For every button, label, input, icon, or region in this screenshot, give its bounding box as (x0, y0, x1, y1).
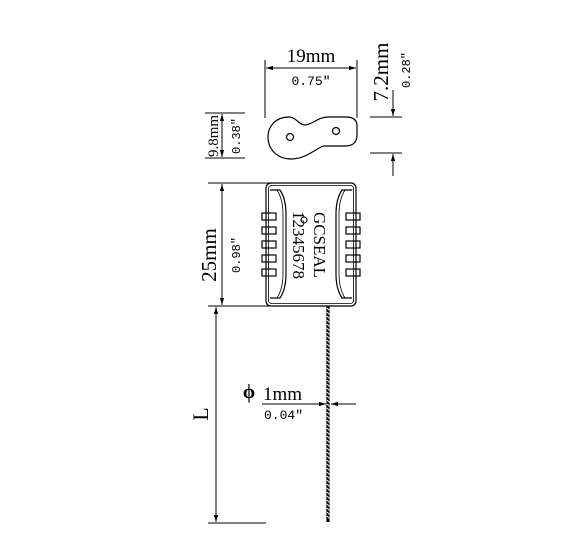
left-panel-inner (276, 189, 284, 299)
diameter-mm-label: 1mm (263, 384, 302, 405)
left-tooth-2 (261, 226, 277, 235)
serial-text: 12345678 (289, 211, 308, 279)
right-tooth-3 (345, 240, 361, 249)
right-panel (335, 189, 352, 299)
front-height-dimensions (208, 182, 270, 307)
height-mm-label: 7.2mm (369, 43, 393, 102)
height-in-label: 0.28" (400, 52, 414, 88)
hole-right (331, 126, 341, 136)
seal-head-top-view (267, 116, 358, 160)
body-outline (265, 182, 357, 307)
width-mm-label: 19mm (287, 46, 336, 67)
diameter-in-label: 0.04" (264, 408, 303, 423)
diameter-symbol: ϕ (243, 381, 255, 403)
cable-twist-lines (326, 307, 330, 519)
brand-text: GCSEAL (310, 212, 329, 278)
left-tooth-4 (261, 254, 277, 263)
front-height-in-label: 0.98" (230, 237, 244, 273)
body-hole (300, 216, 308, 224)
hole-left (285, 132, 295, 142)
left-tooth-1 (261, 212, 277, 221)
top-view-dimensions (264, 60, 402, 176)
left-tooth-5 (261, 268, 277, 277)
left-tooth-3 (261, 240, 277, 249)
right-tooth-2 (345, 226, 361, 235)
left-panel (270, 189, 287, 299)
front-height-mm-label: 25mm (197, 228, 221, 282)
right-tooth-5 (345, 268, 361, 277)
seal-body-front-view (261, 182, 361, 307)
length-dimensions (208, 307, 266, 524)
thickness-in-label: 0.38" (230, 118, 244, 154)
thickness-mm-label: 9.8mm (206, 115, 222, 157)
width-in-label: 0.75" (291, 74, 330, 89)
body-inner-outline (268, 185, 354, 304)
thickness-dimensions (205, 112, 245, 159)
length-label: L (188, 407, 213, 420)
cable (326, 306, 330, 522)
right-tooth-1 (345, 212, 361, 221)
right-panel-inner (338, 189, 346, 299)
right-tooth-4 (345, 254, 361, 263)
